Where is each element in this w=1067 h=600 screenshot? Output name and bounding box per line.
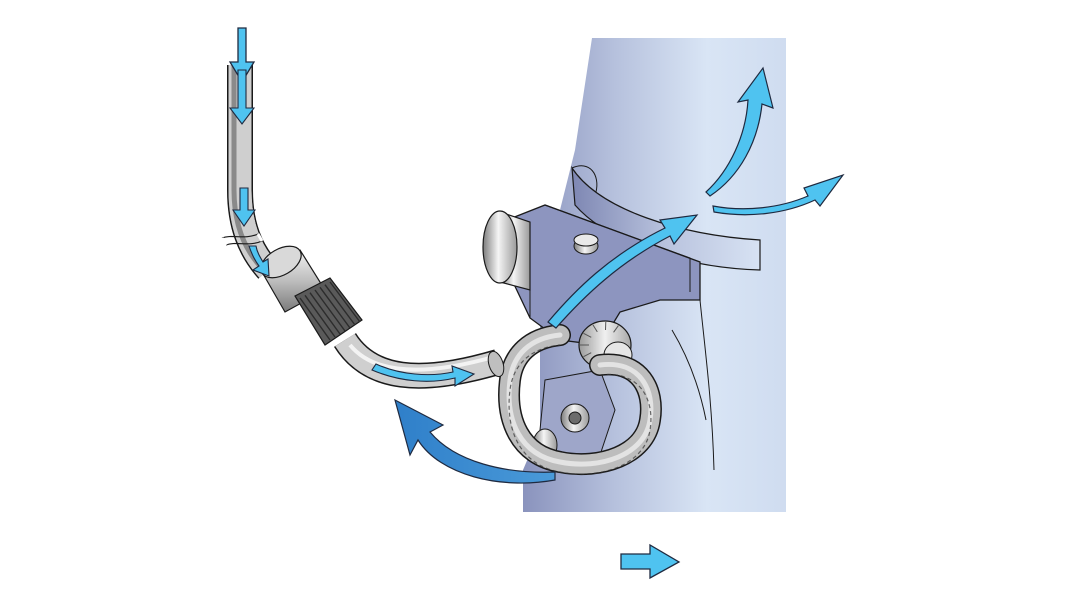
down-arrow-icon	[228, 27, 256, 84]
nut-rib	[304, 294, 336, 338]
curved-up-arrow-icon	[712, 173, 845, 216]
nut-rib	[319, 286, 351, 329]
curved-up-arrow-icon	[705, 66, 774, 197]
knurl-rib	[613, 325, 619, 333]
down-arrow-icon	[228, 69, 256, 125]
nut-rib	[324, 284, 356, 326]
right-arrow-icon	[620, 543, 681, 580]
hose-nut	[260, 245, 363, 346]
down-arrow-icon	[248, 245, 270, 277]
knurl-rib	[583, 352, 592, 358]
right-arrow-icon	[371, 363, 476, 387]
supply-hose	[220, 65, 505, 389]
nut-rib	[314, 289, 346, 332]
loop-tube	[498, 324, 662, 476]
side-cap	[482, 210, 531, 291]
curved-up-arrow-icon	[547, 214, 699, 329]
nut-rib	[299, 297, 331, 341]
nut-rib	[329, 281, 361, 323]
nut-rib	[309, 292, 341, 335]
down-arrow-icon	[231, 187, 257, 227]
curved-back-arrow-icon	[394, 398, 556, 484]
knurl-rib	[583, 332, 592, 338]
flow-arrows	[228, 27, 845, 580]
knurl-rib	[592, 324, 598, 333]
